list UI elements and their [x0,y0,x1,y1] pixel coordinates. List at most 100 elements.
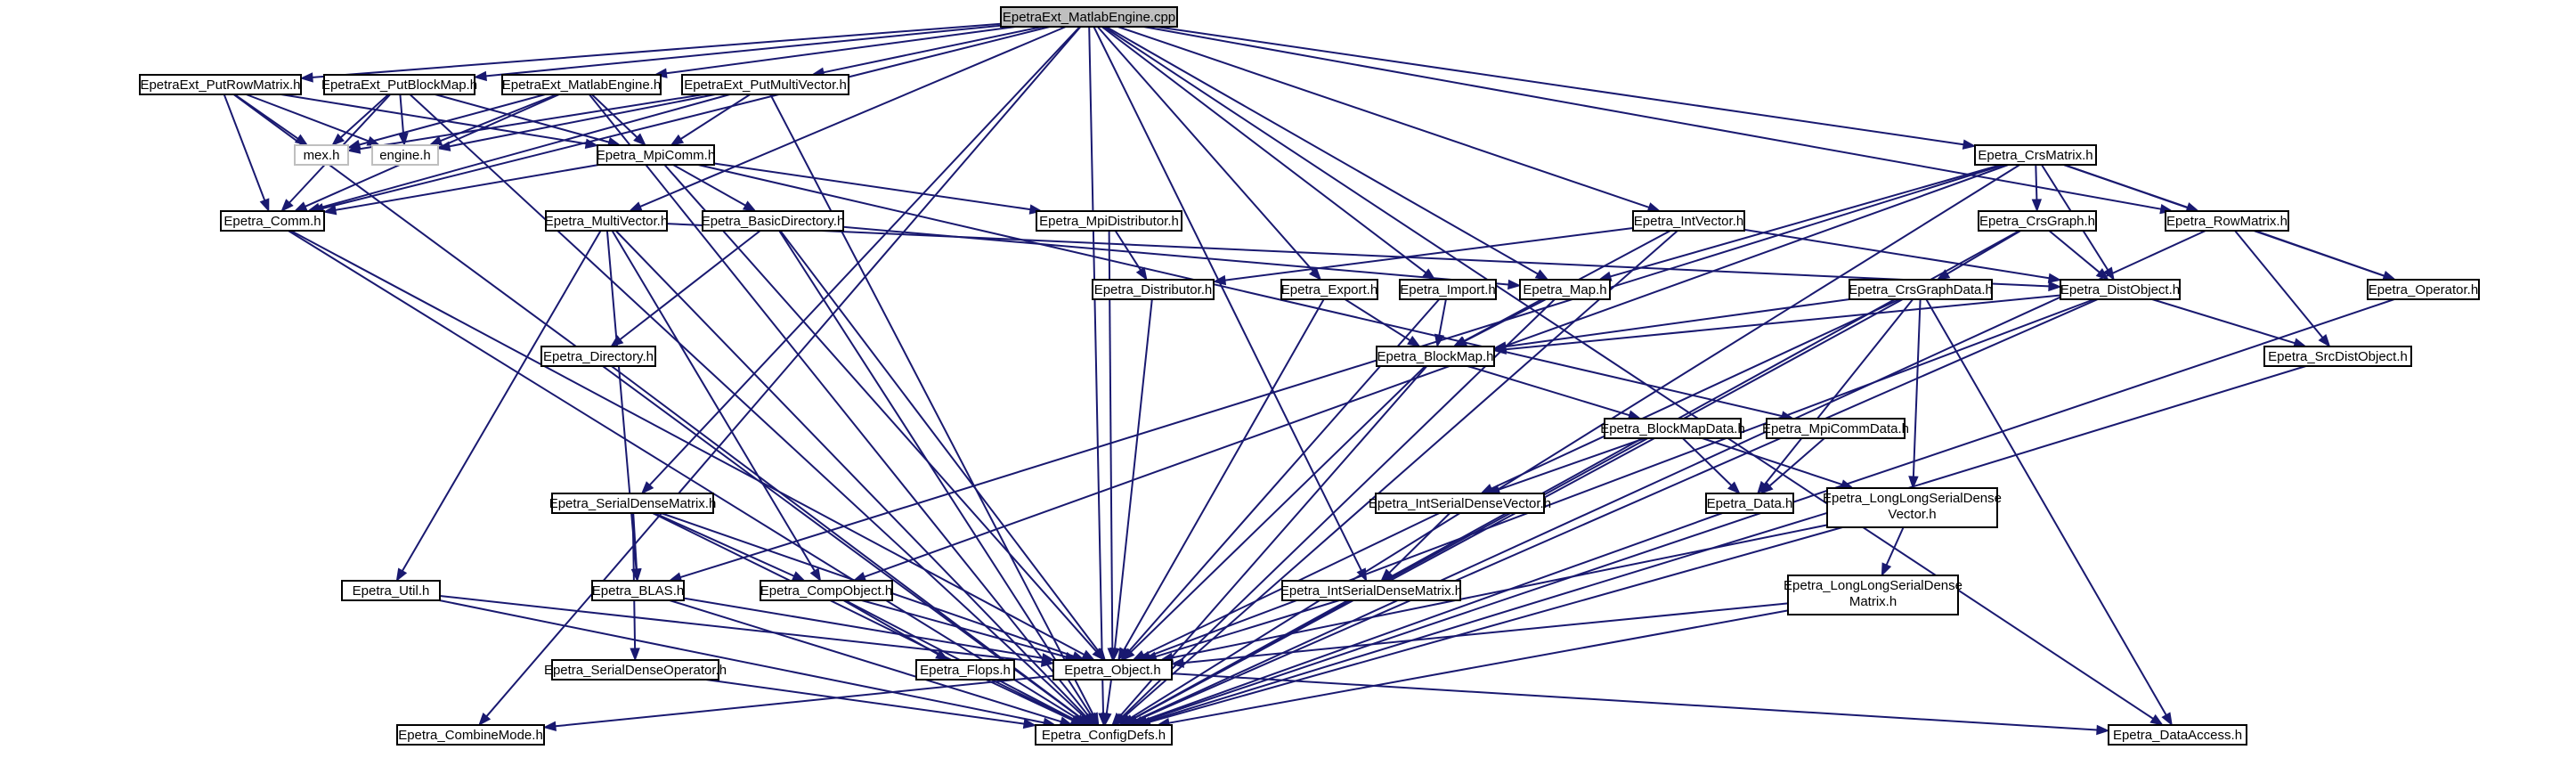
node-multivector[interactable]: Epetra_MultiVector.h [545,210,668,232]
node-object[interactable]: Epetra_Object.h [1052,659,1173,681]
node-compobject[interactable]: Epetra_CompObject.h [760,580,893,601]
arrowhead-matlabengine-to-mpicomm [633,133,646,146]
node-label-export: Epetra_Export.h [1281,282,1377,297]
edge-putmultivector-to-mex [359,94,704,151]
edge-intserialdensevector-to-intserialdensematrix [1388,512,1451,574]
node-blockmap[interactable]: Epetra_BlockMap.h [1376,346,1495,367]
node-label-intserialdensematrix: Epetra_IntSerialDenseMatrix.h [1280,583,1462,599]
node-crsgraphdata[interactable]: Epetra_CrsGraphData.h [1849,279,1993,300]
arrowhead-llsdvector-to-llsdmatrix [1881,562,1892,577]
edge-root-to-import [1101,26,1426,273]
node-serialdensematrix[interactable]: Epetra_SerialDenseMatrix.h [549,493,717,514]
node-root[interactable]: EpetraExt_MatlabEngine.cpp [1000,6,1178,28]
node-export[interactable]: Epetra_Export.h [1280,279,1378,300]
arrowhead-root-to-dataaccess [2149,713,2164,726]
node-data[interactable]: Epetra_Data.h [1705,493,1794,514]
edge-root-to-matlabengine [666,26,1016,75]
node-label-rowmatrix: Epetra_RowMatrix.h [2166,214,2288,229]
node-box-configdefs [1035,724,1173,746]
node-mpicomm[interactable]: Epetra_MpiComm.h [597,144,715,166]
file-nodes: EpetraExt_MatlabEngine.cppEpetraExt_PutR… [139,6,2480,746]
edge-mpicomm-to-comm [335,164,599,211]
arrowhead-intvector-to-distobject [2047,273,2062,283]
node-matlabengine[interactable]: EpetraExt_MatlabEngine.h [501,74,662,95]
edge-root-to-intvector [1117,26,1650,208]
node-box-srcdistobject [2263,346,2412,367]
node-box-root [1000,6,1178,28]
edge-root-to-map [1105,26,1539,275]
node-box-putrowmatrix [139,74,302,95]
arrowhead-putrowmatrix-to-comm [259,198,270,213]
arrowhead-intvector-to-distributor [1212,274,1227,286]
node-label-putmultivector: EpetraExt_PutMultiVector.h [684,77,847,93]
node-blas[interactable]: Epetra_BLAS.h [591,580,685,601]
node-putrowmatrix[interactable]: EpetraExt_PutRowMatrix.h [139,74,302,95]
edge-comm-to-configdefs [288,230,1079,721]
node-srcdistobject[interactable]: Epetra_SrcDistObject.h [2263,346,2412,367]
node-crsmatrix[interactable]: Epetra_CrsMatrix.h [1974,144,2097,166]
node-map[interactable]: Epetra_Map.h [1519,279,1611,300]
node-label-compobject: Epetra_CompObject.h [760,583,892,599]
node-distributor[interactable]: Epetra_Distributor.h [1092,279,1215,300]
edge-object-to-dataaccess [1171,672,2098,731]
node-label-crsgraphdata: Epetra_CrsGraphData.h [1849,282,1993,297]
edge-root-to-multivector [639,26,1067,208]
node-box-intvector [1632,210,1745,232]
node-import[interactable]: Epetra_Import.h [1399,279,1497,300]
edge-crsgraphdata-to-data [1764,298,1914,485]
arrowhead-matlabengine-to-comm [293,201,308,212]
arrowhead-crsgraphdata-to-llsdvector [1908,476,1919,490]
node-box-mpidistributor [1036,210,1182,232]
node-comm[interactable]: Epetra_Comm.h [220,210,325,232]
arrowhead-import-to-blockmap [1434,333,1445,348]
node-label-directory: Epetra_Directory.h [543,349,654,364]
node-putmultivector[interactable]: EpetraExt_PutMultiVector.h [681,74,849,95]
node-box-llsdmatrix [1787,575,1959,615]
edge-map-to-blockmap [1464,298,1547,342]
node-rowmatrix[interactable]: Epetra_RowMatrix.h [2165,210,2289,232]
node-operator[interactable]: Epetra_Operator.h [2367,279,2480,300]
node-distobject[interactable]: Epetra_DistObject.h [2060,279,2181,300]
edge-putmultivector-to-engine [449,94,716,148]
arrowhead-multivector-to-distobject [2048,281,2062,292]
edge-util-to-object [439,595,1043,664]
node-blockmapdata[interactable]: Epetra_BlockMapData.h [1600,418,1745,439]
node-intserialdensevector[interactable]: Epetra_IntSerialDenseVector.h [1369,493,1551,514]
edge-crsgraph-to-crsgraphdata [1946,230,2021,275]
node-intvector[interactable]: Epetra_IntVector.h [1632,210,1745,232]
arrowhead-distributor-to-object [1109,647,1120,662]
node-dataaccess[interactable]: Epetra_DataAccess.h [2108,724,2247,746]
node-basicdirectory[interactable]: Epetra_BasicDirectory.h [702,210,845,232]
node-configdefs[interactable]: Epetra_ConfigDefs.h [1035,724,1173,746]
edge-mpidistributor-to-distributor [1114,230,1142,271]
node-label-engine: engine.h [379,148,431,163]
arrowhead-mpicomm-to-comm [322,205,337,216]
node-intserialdensematrix[interactable]: Epetra_IntSerialDenseMatrix.h [1280,580,1462,601]
arrowhead-mpicomm-to-basicdirectory [742,200,757,212]
node-label-matlabengine: EpetraExt_MatlabEngine.h [502,77,661,93]
node-util[interactable]: Epetra_Util.h [341,580,441,601]
node-serialdenseoperator[interactable]: Epetra_SerialDenseOperator.h [544,659,727,681]
edge-blockmapdata-to-configdefs [1131,437,1655,721]
arrowhead-blas-to-object [1041,653,1055,664]
node-box-crsmatrix [1974,144,2097,166]
edge-compobject-to-object [861,599,1067,658]
edge-mpicomm-to-basicdirectory [672,164,746,207]
node-mpicommdata[interactable]: Epetra_MpiCommData.h [1762,418,1909,439]
node-flops[interactable]: Epetra_Flops.h [915,659,1015,681]
edge-putrowmatrix-to-comm [223,94,266,201]
arrowhead-blockmap-to-object [1121,648,1135,661]
node-directory[interactable]: Epetra_Directory.h [540,346,656,367]
node-mpidistributor[interactable]: Epetra_MpiDistributor.h [1036,210,1182,232]
edge-rowmatrix-to-configdefs [1134,230,2206,721]
node-combinemode[interactable]: Epetra_CombineMode.h [396,724,545,746]
arrowhead-putblockmap-to-mex [331,133,345,146]
edge-basicdirectory-to-configdefs [778,230,1093,716]
arrowhead-object-to-configdefs [1101,712,1112,727]
node-crsgraph[interactable]: Epetra_CrsGraph.h [1978,210,2097,232]
node-putblockmap[interactable]: EpetraExt_PutBlockMap.h [321,74,477,95]
edge-util-to-configdefs [439,599,1044,724]
edge-crsgraphdata-to-intserialdensevector [1491,298,1900,490]
